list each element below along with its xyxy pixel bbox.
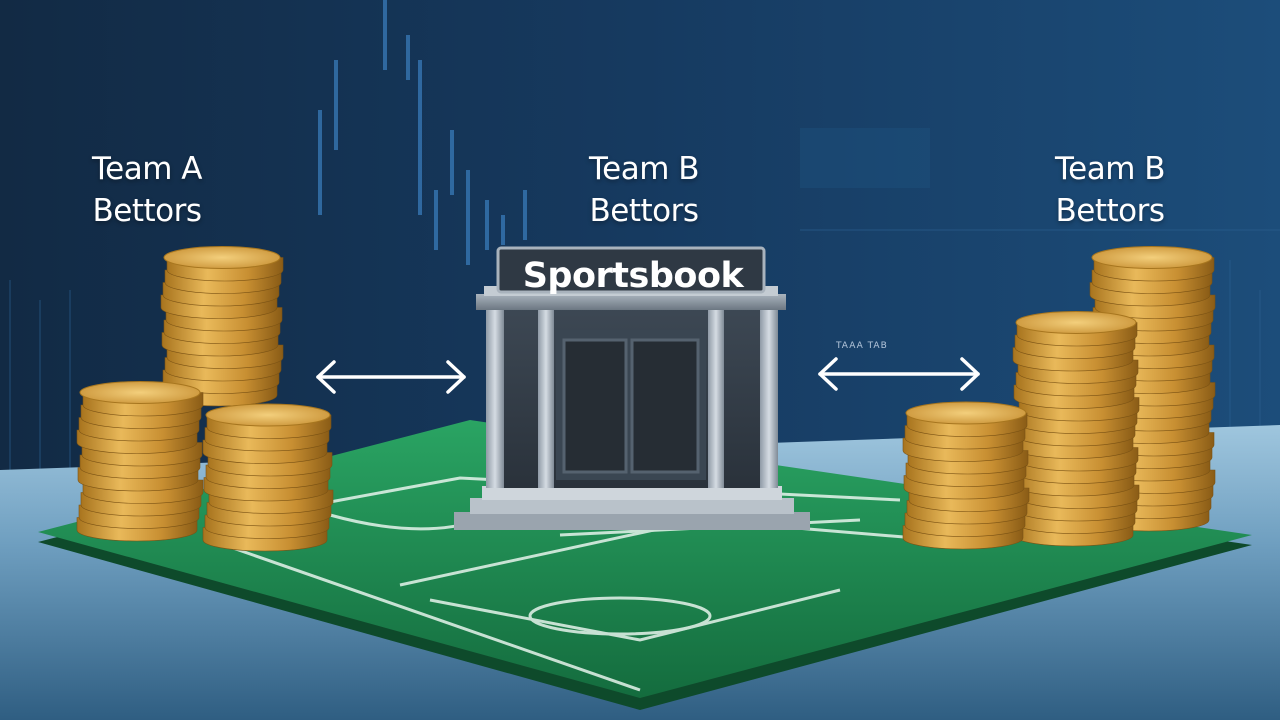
coin-top xyxy=(1015,311,1137,334)
team-a-label-line2: Bettors xyxy=(92,193,202,229)
sportsbook-building xyxy=(454,246,810,530)
coin-stacks xyxy=(76,246,1216,552)
sportsbook-sign: Sportsbook xyxy=(522,256,744,296)
background-chart xyxy=(318,0,527,265)
team-a-label-line1: Team A xyxy=(92,151,203,187)
team-b-bettors-label-right: Team B Bettors xyxy=(1010,148,1210,232)
coin-top xyxy=(205,403,331,427)
coin-top xyxy=(905,401,1027,425)
team-b-center-label-line2: Bettors xyxy=(589,193,699,229)
coin-stack-left-front xyxy=(76,381,204,542)
coin-stack-right-middle xyxy=(1012,311,1140,547)
team-a-bettors-label: Team A Bettors xyxy=(47,148,247,232)
coin-top xyxy=(163,246,281,269)
double-arrow-right xyxy=(818,357,980,391)
coin-top xyxy=(1091,246,1213,269)
team-b-right-label-line1: Team B xyxy=(1054,151,1166,187)
coin-stack-left-back xyxy=(160,246,284,407)
coin-top xyxy=(79,381,201,404)
team-b-bettors-label-center: Team B Bettors xyxy=(544,148,744,232)
background-panel xyxy=(800,128,930,188)
team-b-right-label-line2: Bettors xyxy=(1055,193,1165,229)
team-b-center-label-line1: Team B xyxy=(588,151,700,187)
coin-stack-left-right xyxy=(202,403,334,552)
football-field xyxy=(38,420,1252,698)
coin-stack-right-front xyxy=(902,401,1030,550)
background-grid xyxy=(9,229,1280,470)
faint-label: TAAA TAB xyxy=(836,341,888,351)
double-arrow-left xyxy=(316,360,466,394)
